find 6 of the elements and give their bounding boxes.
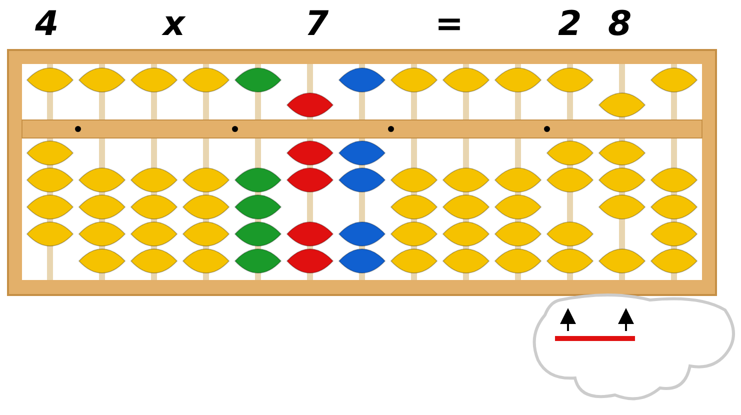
equation-text: x [163, 4, 185, 44]
equation-text: = [435, 4, 464, 44]
equation-text: 8 [608, 4, 632, 44]
equation-text: 2 [558, 4, 582, 44]
equation-text: 4 [35, 4, 59, 44]
equation-text: 7 [305, 4, 329, 44]
